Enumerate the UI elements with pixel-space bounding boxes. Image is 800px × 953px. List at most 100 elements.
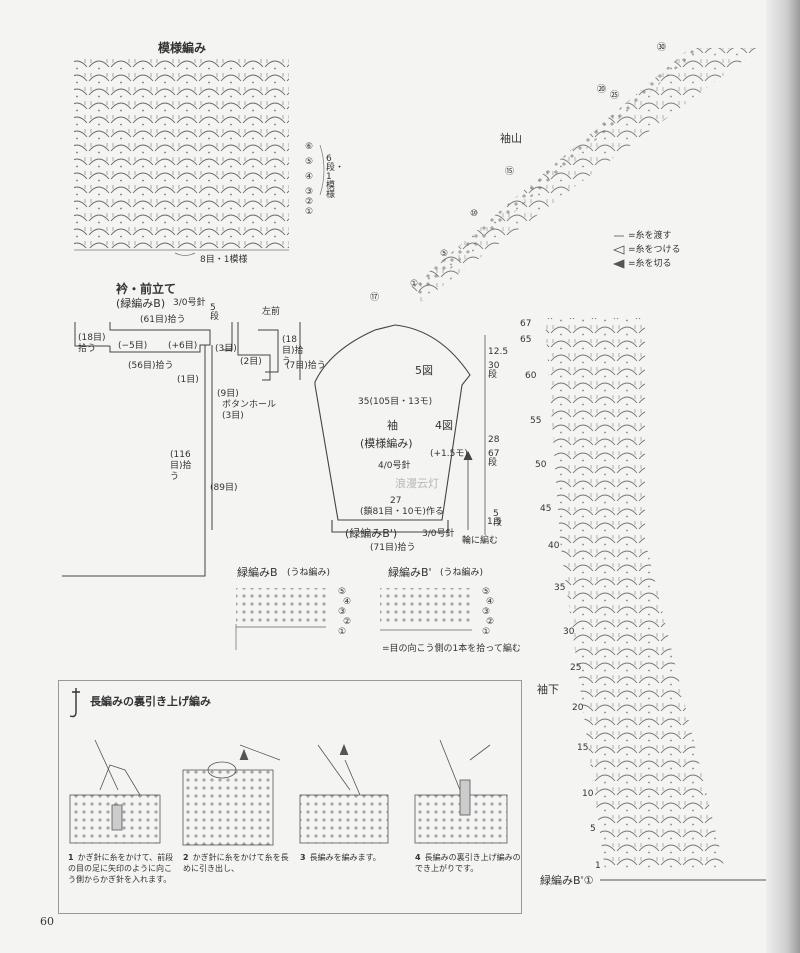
collar-top-pick: (61目)拾う: [140, 315, 186, 325]
ribB2-row-3: ③: [482, 607, 491, 617]
tech-step-2-text: かぎ針に糸をかけて糸を長めに引き出し、: [183, 853, 289, 873]
tech-step-1-text: かぎ針に糸をかけて、前段の目の足に矢印のように向こう側からかぎ針を入れます。: [68, 853, 174, 884]
cap-row-25: ㉕: [610, 91, 620, 101]
sleeve-name: 袖: [387, 419, 398, 432]
pattern-repeat-sts: 8目・1模様: [200, 255, 248, 265]
sleeve-pick71: (71目)拾う: [370, 543, 416, 553]
body-row-10: 10: [582, 789, 594, 799]
ribB-title: 緑編みB: [237, 566, 278, 579]
collar-s2: (2目): [240, 357, 262, 367]
sleeve-c15: 1.5: [487, 517, 502, 527]
collar-s3b: (3目): [222, 411, 244, 421]
sleeve-h67: 67段: [488, 449, 500, 468]
sleeve-w27: 27: [390, 496, 402, 506]
pattern-row-4: ④: [305, 172, 314, 182]
pattern-repeat-rows: 6段・1模様: [326, 154, 345, 200]
sleeve-inc: (+1.5モ): [430, 449, 468, 459]
body-row-25: 25: [570, 663, 582, 673]
crochet-hook-icon: [69, 688, 80, 718]
collar-rows5: 5段: [210, 303, 220, 322]
body-row-15: 15: [577, 743, 589, 753]
cap-row-15: ⑮: [505, 167, 515, 177]
sleeve-h28: 28: [488, 435, 500, 445]
legend-symbols: [612, 235, 625, 269]
collar-s3: (3目): [215, 344, 237, 354]
collar-left18: (18目)拾う: [78, 333, 106, 354]
ribB-row-5: ⑤: [338, 587, 347, 597]
tech-step-3-text: 長編みを編みます。: [309, 853, 381, 862]
sleeve-body-chart: [545, 318, 725, 870]
cap-row-5: ⑤: [440, 249, 449, 259]
ribB-row-3: ③: [338, 607, 347, 617]
ribB2-sub: (うね編み): [440, 568, 484, 578]
ribB2-title: 緑編みB': [388, 566, 432, 579]
body-row-45: 45: [540, 504, 552, 514]
tech-step-4-text: 長編みの裏引き上げ編みのでき上がりです。: [415, 853, 521, 873]
technique-illustrations: [69, 739, 508, 846]
collar-right18: (18目)拾う: [282, 335, 304, 367]
pattern-row-1: ①: [305, 207, 314, 217]
collar-pick7: (7目)拾う: [286, 361, 326, 371]
sleeve-hook: 4/0号針: [378, 461, 411, 471]
tech-title: 長編みの裏引き上げ編み: [90, 695, 211, 708]
body-row-1: 1: [595, 861, 601, 871]
tech-step-1-num: 1: [68, 853, 74, 862]
collar-buttonhole: ボタンホール: [222, 400, 277, 410]
legend-pass: =糸を渡す: [628, 231, 672, 241]
ribB2-row-4: ④: [486, 597, 495, 607]
ribB2-row-1: ①: [482, 627, 491, 637]
tech-step-2-num: 2: [183, 853, 189, 862]
binding-shadow: [766, 0, 800, 953]
tech-step-3-num: 3: [300, 853, 306, 862]
body-label: 袖下: [537, 683, 559, 696]
sleeve-sub: (模様編み): [360, 437, 413, 450]
pattern-row-5: ⑤: [305, 157, 314, 167]
body-row-40: 40: [548, 541, 560, 551]
cap-row-67: ⑰: [370, 293, 380, 303]
tech-step-4-num: 4: [415, 853, 421, 862]
body-row-65: 65: [520, 335, 532, 345]
body-row-30: 30: [563, 627, 575, 637]
collar-subtitle: (緑編みB): [116, 297, 166, 310]
sleeve-fig5: 5図: [415, 364, 433, 377]
page-number: 60: [40, 915, 54, 928]
collar-nine: (9目): [217, 389, 239, 399]
sleeve-rib: (緑編みB'): [345, 527, 398, 540]
sleeve-rows5: 5段: [493, 509, 503, 528]
rib-chart-b-prime: [380, 588, 472, 631]
body-row-20: 20: [572, 703, 584, 713]
collar-s1: (1目): [177, 375, 199, 385]
technique-box: [58, 680, 522, 914]
body-row-5: 5: [590, 824, 596, 834]
sleeve-cap-chart: [410, 48, 760, 303]
sleeve-h30: 30段: [488, 361, 500, 380]
body-row-55: 55: [530, 416, 542, 426]
pattern-row-6: ⑥: [305, 142, 314, 152]
collar-minus5: (−5目): [118, 341, 148, 351]
cap-row-30: ㉚: [657, 43, 667, 53]
sleeve-watermark: 浪漫云灯: [395, 477, 439, 490]
collar-diagram: [62, 322, 301, 577]
pattern-chart: [74, 58, 289, 248]
sleeve-h12: 12.5: [488, 347, 509, 357]
body-row-60: 60: [525, 371, 537, 381]
collar-s89: (89目): [210, 483, 238, 493]
body-row-67: 67: [520, 319, 532, 329]
body-row-35: 35: [554, 583, 566, 593]
legend-cut: =糸を切る: [628, 259, 672, 269]
ribB2-row-2: ②: [486, 617, 495, 627]
ribB2-row-5: ⑤: [482, 587, 491, 597]
cap-row-1: ①: [410, 279, 419, 289]
sleeve-make: (鎖81目・10モ)作る: [360, 507, 444, 517]
ribB-sub: (うね編み): [287, 568, 331, 578]
pattern-row-3: ③: [305, 187, 314, 197]
rib-chart-b: [235, 588, 326, 650]
body-bottom: 緑編みB'①: [540, 874, 594, 887]
cap-label: 袖山: [500, 132, 522, 145]
legend-attach: =糸をつける: [628, 245, 681, 255]
sleeve-rib-hook: 3/0号針: [422, 529, 455, 539]
collar-hook: 3/0号針: [173, 298, 206, 308]
sleeve-fig4: 4図: [435, 419, 453, 432]
